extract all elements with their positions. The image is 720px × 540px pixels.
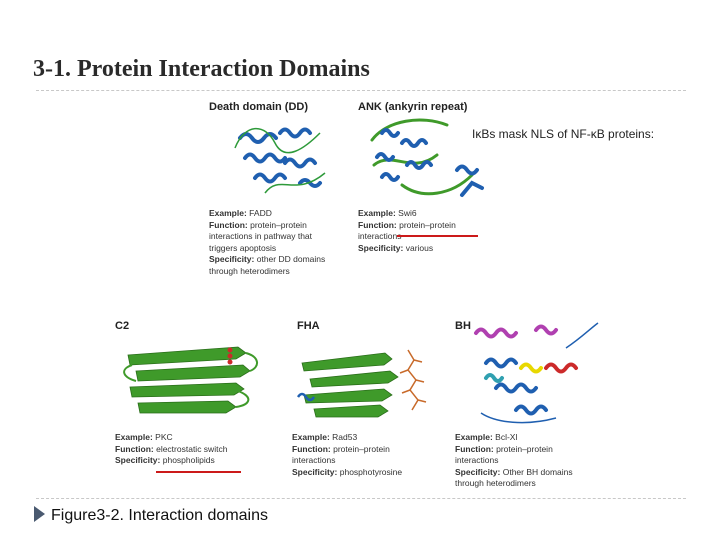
caption-divider	[36, 498, 686, 499]
c2-domain-structure	[118, 335, 268, 427]
slide-title: 3-1. Protein Interaction Domains	[33, 56, 370, 83]
fha-domain-structure	[290, 335, 450, 427]
panel-dd-text: Example: FADD Function: protein–protein …	[209, 208, 325, 277]
panel-bh-text: Example: Bcl-Xl Function: protein–protei…	[455, 432, 573, 490]
ikb-note: IκBs mask NLS of NF-κB proteins:	[472, 127, 654, 141]
panel-fha-text: Example: Rad53 Function: protein–protein…	[292, 432, 402, 478]
panel-fha-title: FHA	[297, 320, 320, 332]
figure-caption: Figure3-2. Interaction domains	[34, 506, 268, 525]
panel-c2-text: Example: PKC Function: electrostatic swi…	[115, 432, 227, 467]
ank-function-underline	[397, 235, 478, 237]
bullet-arrow-icon	[34, 506, 45, 522]
panel-c2-title: C2	[115, 320, 129, 332]
panel-ank-text: Example: Swi6 Function: protein–protein …	[358, 208, 456, 254]
death-domain-structure	[225, 118, 340, 200]
bh-domain-structure	[466, 318, 606, 430]
panel-ank-title: ANK (ankyrin repeat)	[358, 101, 467, 113]
title-divider	[36, 90, 686, 91]
caption-text: Figure3-2. Interaction domains	[51, 507, 268, 524]
panel-dd-title: Death domain (DD)	[209, 101, 308, 113]
c2-specificity-underline	[156, 471, 241, 473]
